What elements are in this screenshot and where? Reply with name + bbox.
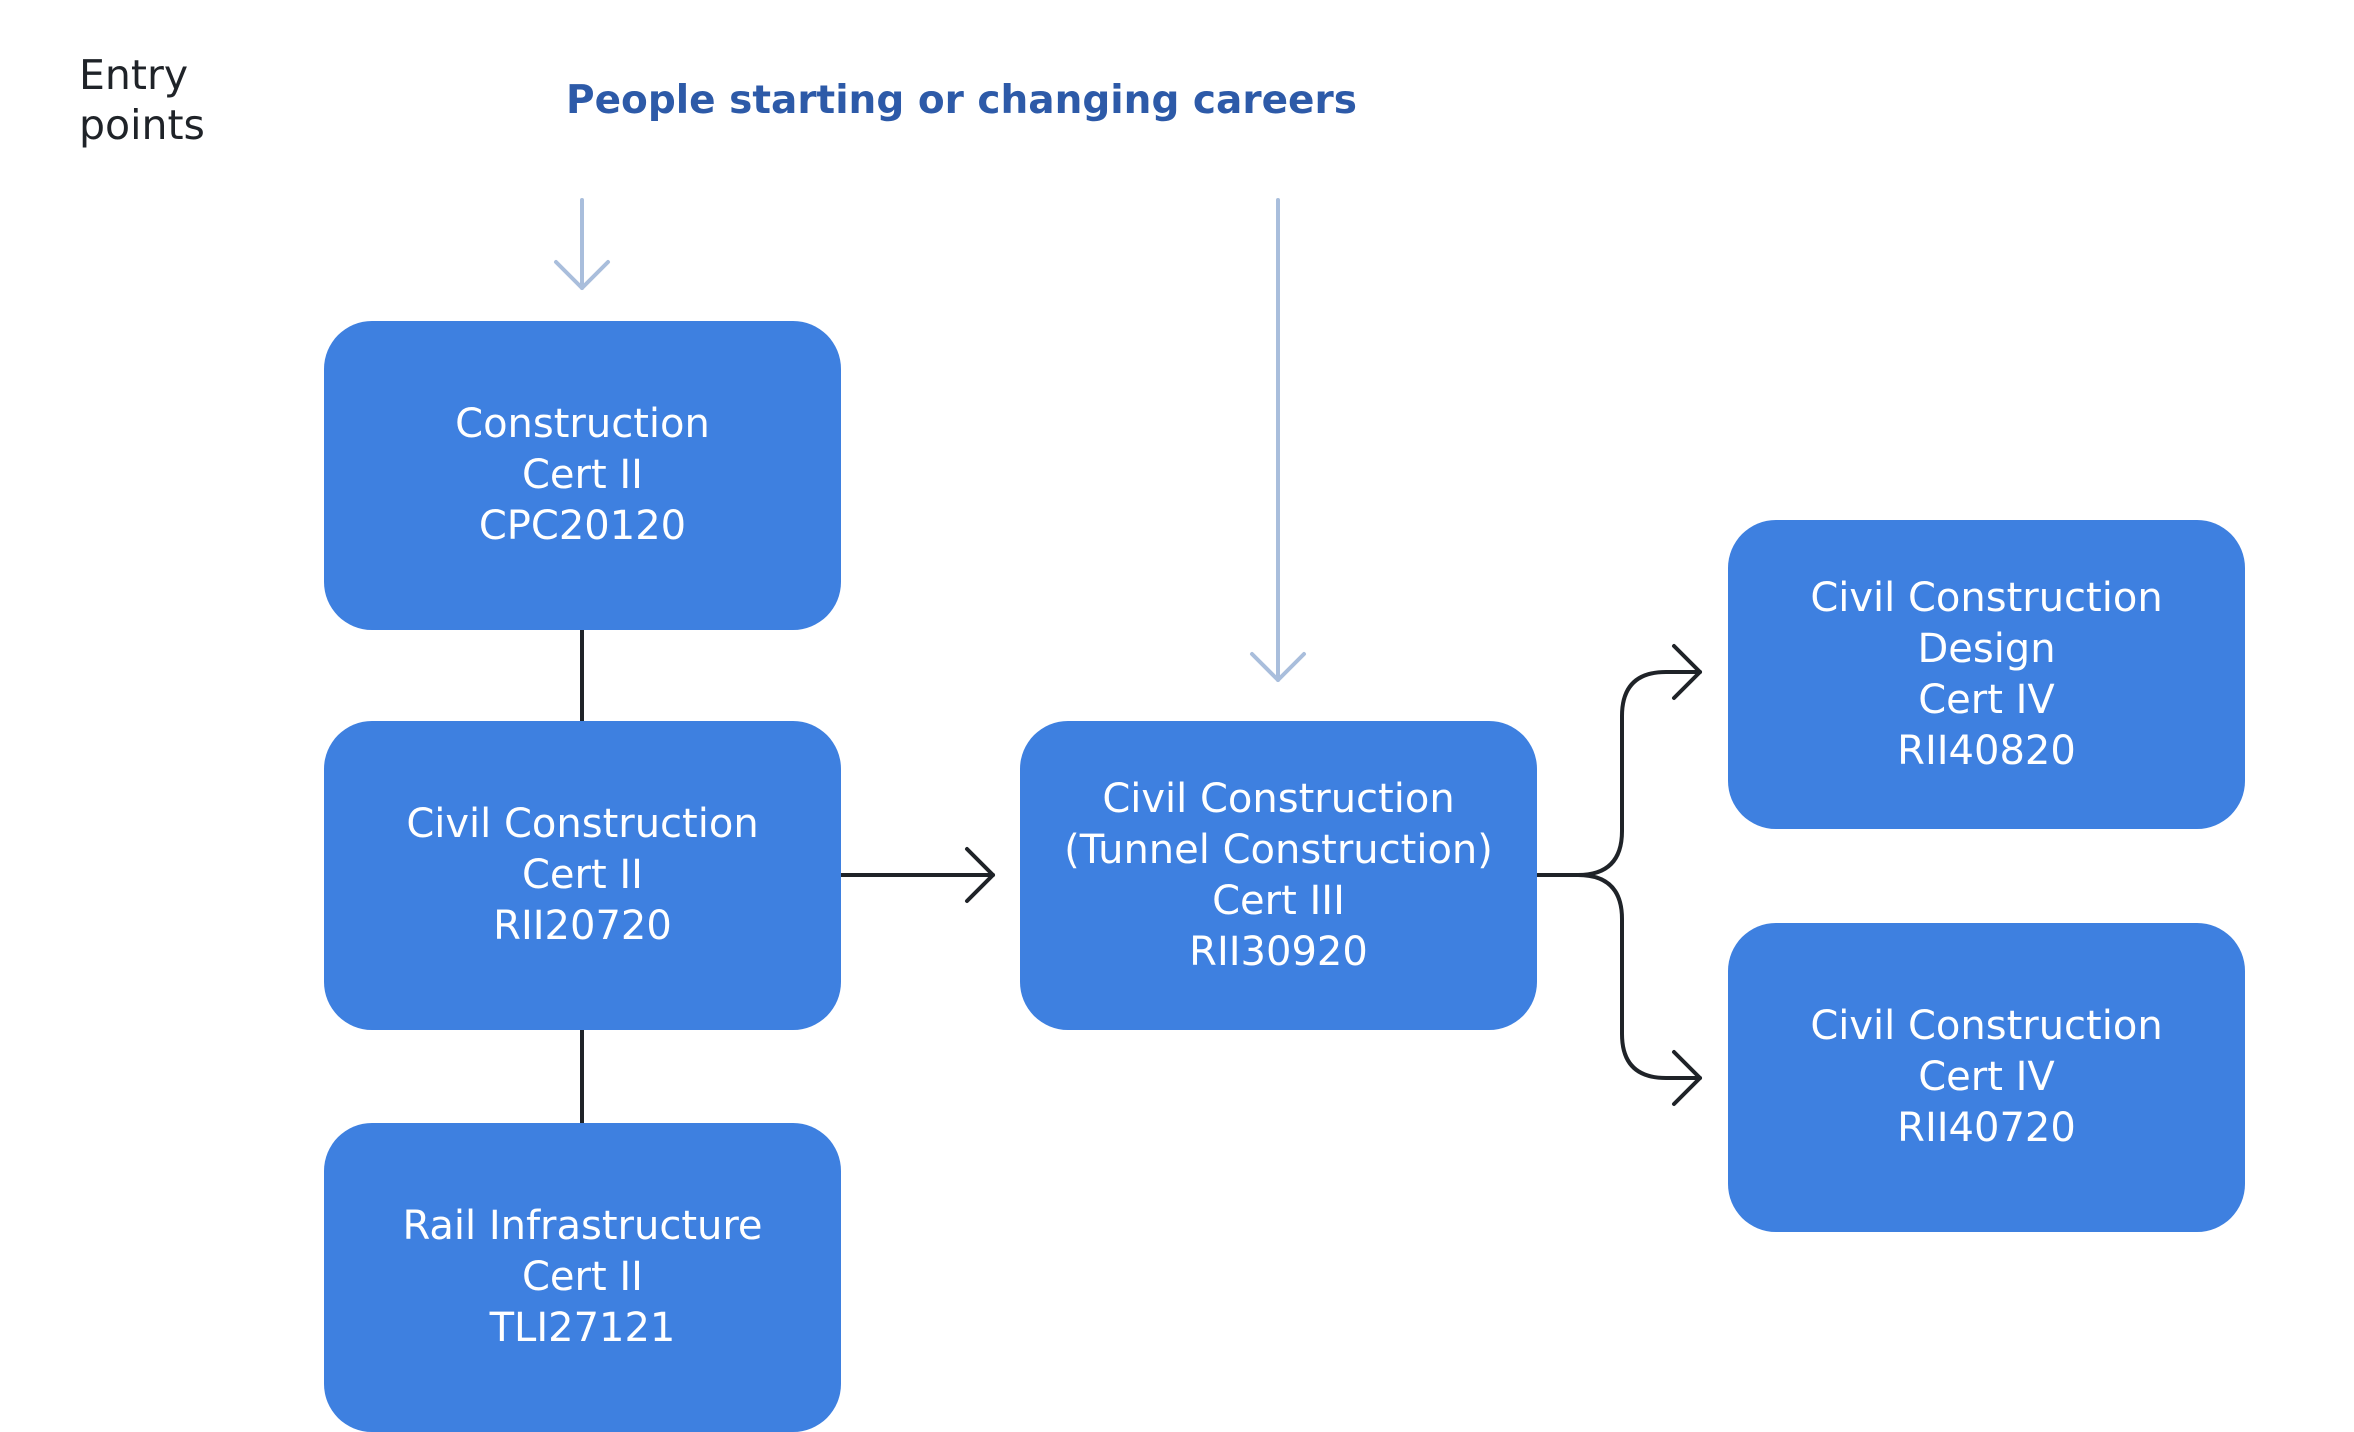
branch-arrow-to-civil-cert4 (1576, 873, 1702, 1106)
node-line: Cert II (522, 852, 643, 898)
node-line: Cert II (522, 452, 643, 498)
node-civil-construction-cert-ii: Civil Construction Cert II RII20720 (324, 721, 841, 1030)
node-line: Civil Construction (1810, 574, 2163, 621)
node-line: RII40820 (1897, 727, 2076, 774)
node-civil-construction-design-cert-iv: Civil Construction Design Cert IV RII408… (1728, 520, 2245, 829)
node-construction-cert-ii: Construction Cert II CPC20120 (324, 321, 841, 630)
node-civil-construction-cert-iv: Civil Construction Cert IV RII40720 (1728, 923, 2245, 1232)
entry-points-label-line-2: points (79, 101, 205, 149)
branch-arrow-to-design (1535, 644, 1702, 877)
entry-arrow-left (554, 198, 610, 290)
node-line: RII30920 (1189, 928, 1368, 975)
node-line: RII20720 (493, 903, 672, 949)
entry-arrow-center (1250, 198, 1306, 682)
node-line: TLI27121 (489, 1305, 676, 1351)
node-line: Cert II (522, 1254, 643, 1300)
node-line: Civil Construction (406, 801, 759, 847)
node-line: (Tunnel Construction) (1064, 826, 1493, 873)
node-line: Design (1917, 625, 2056, 672)
entry-points-label-line-1: Entry (79, 51, 189, 99)
node-line: RII40720 (1897, 1105, 2076, 1151)
node-line: Cert IV (1918, 1054, 2055, 1100)
node-line: Rail Infrastructure (402, 1203, 763, 1249)
node-line: Construction (455, 401, 710, 447)
node-tunnel-construction-cert-iii: Civil Construction (Tunnel Construction)… (1020, 721, 1537, 1030)
node-line: Civil Construction (1102, 775, 1455, 822)
node-line: Cert IV (1918, 676, 2055, 723)
node-rail-infrastructure-cert-ii: Rail Infrastructure Cert II TLI27121 (324, 1123, 841, 1432)
node-line: Civil Construction (1810, 1003, 2163, 1049)
arrow-civil-to-tunnel (839, 847, 995, 903)
node-line: CPC20120 (478, 503, 687, 549)
diagram-heading: People starting or changing careers (566, 78, 1357, 123)
node-line: Cert III (1212, 877, 1345, 924)
entry-points-label: Entry points (79, 50, 205, 150)
